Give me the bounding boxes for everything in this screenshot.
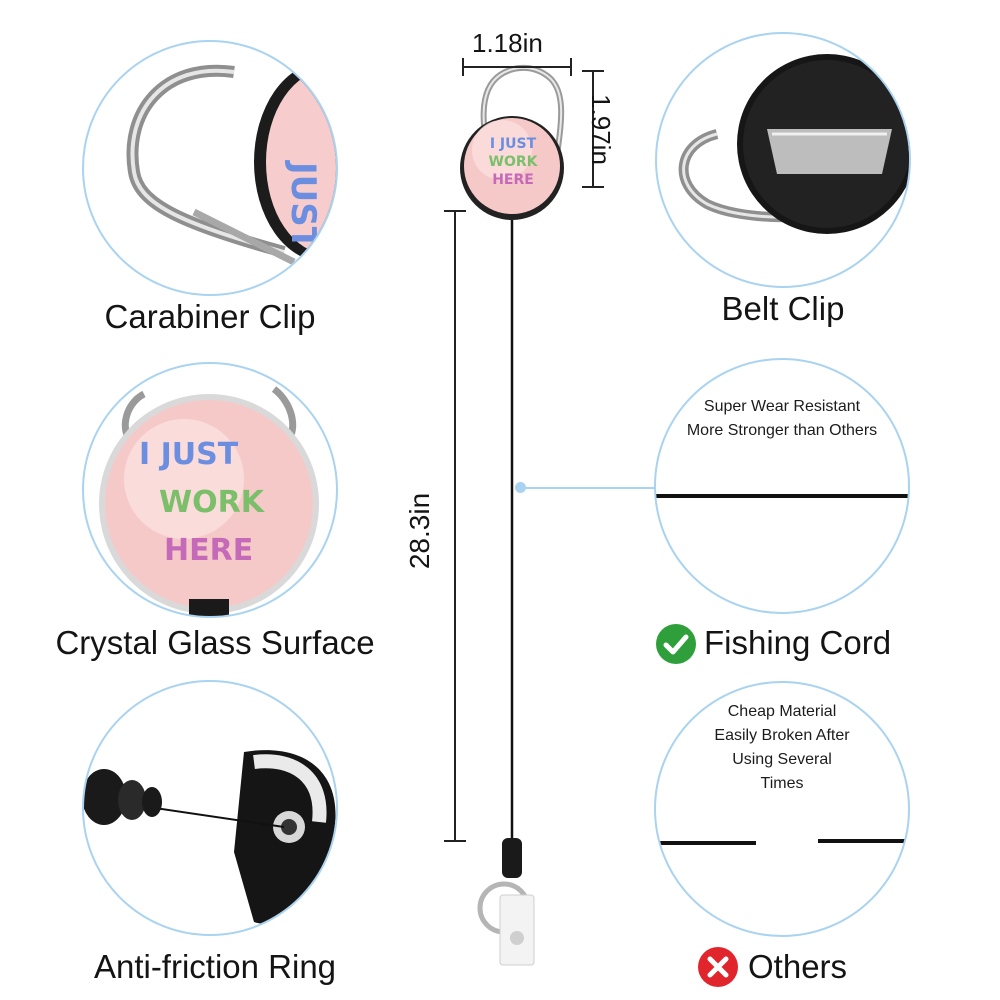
carabiner-clip-icon: JUST xyxy=(126,62,336,266)
anti-friction-ring-label: Anti-friction Ring xyxy=(93,948,337,985)
others-note-3: Using Several xyxy=(732,751,832,768)
others-notes: Cheap Material Easily Broken After Using… xyxy=(654,700,910,796)
connector-dot xyxy=(515,482,526,493)
belt-clip-label: Belt Clip xyxy=(721,290,845,327)
fishing-note-1: Super Wear Resistant xyxy=(703,398,861,415)
badge-line-2: WORK xyxy=(488,154,538,170)
crystal-glass-label: Crystal Glass Surface xyxy=(55,624,375,661)
carabiner-clip-circle: JUST xyxy=(82,40,338,296)
others-circle xyxy=(654,681,910,937)
svg-text:WORK: WORK xyxy=(159,485,266,520)
svg-text:HERE: HERE xyxy=(164,533,253,568)
svg-text:JUST: JUST xyxy=(283,160,323,251)
fishing-cord-label: Fishing Cord xyxy=(704,624,892,661)
belt-clip-circle xyxy=(655,32,911,288)
others-cord-right xyxy=(818,839,908,843)
fishing-cord-sample xyxy=(656,494,908,498)
check-icon xyxy=(655,623,697,665)
width-dimension-line xyxy=(462,58,572,76)
connector-line xyxy=(520,487,656,489)
length-label: 28.3in xyxy=(404,492,436,570)
fishing-cord-circle xyxy=(654,358,910,614)
height-label: 1.97in xyxy=(585,94,616,165)
badge-text: I JUST WORK HERE xyxy=(468,135,558,189)
others-cord-left xyxy=(656,841,756,845)
badge-line-1: I JUST xyxy=(489,136,537,152)
height-dimension-line xyxy=(582,70,604,188)
anti-friction-ring-icon xyxy=(84,750,336,924)
anti-friction-ring-circle xyxy=(82,680,338,936)
others-note-4: Times xyxy=(760,775,804,792)
fishing-cord-notes: Super Wear Resistant More Stronger than … xyxy=(654,395,910,443)
svg-text:I JUST: I JUST xyxy=(139,437,239,472)
product-illustration xyxy=(440,20,610,980)
carabiner-clip-label: Carabiner Clip xyxy=(104,298,316,335)
crystal-glass-icon: I JUST WORK HERE xyxy=(99,386,319,616)
width-label: 1.18in xyxy=(472,28,543,58)
fishing-note-2: More Stronger than Others xyxy=(686,422,878,439)
belt-clip-icon xyxy=(678,54,909,234)
cross-icon xyxy=(697,946,739,988)
badge-line-3: HERE xyxy=(492,172,534,188)
length-dimension-line xyxy=(444,210,466,842)
others-note-2: Easily Broken After xyxy=(714,727,850,744)
others-note-1: Cheap Material xyxy=(727,703,837,720)
others-label: Others xyxy=(748,948,848,985)
crystal-glass-circle: I JUST WORK HERE xyxy=(82,362,338,618)
